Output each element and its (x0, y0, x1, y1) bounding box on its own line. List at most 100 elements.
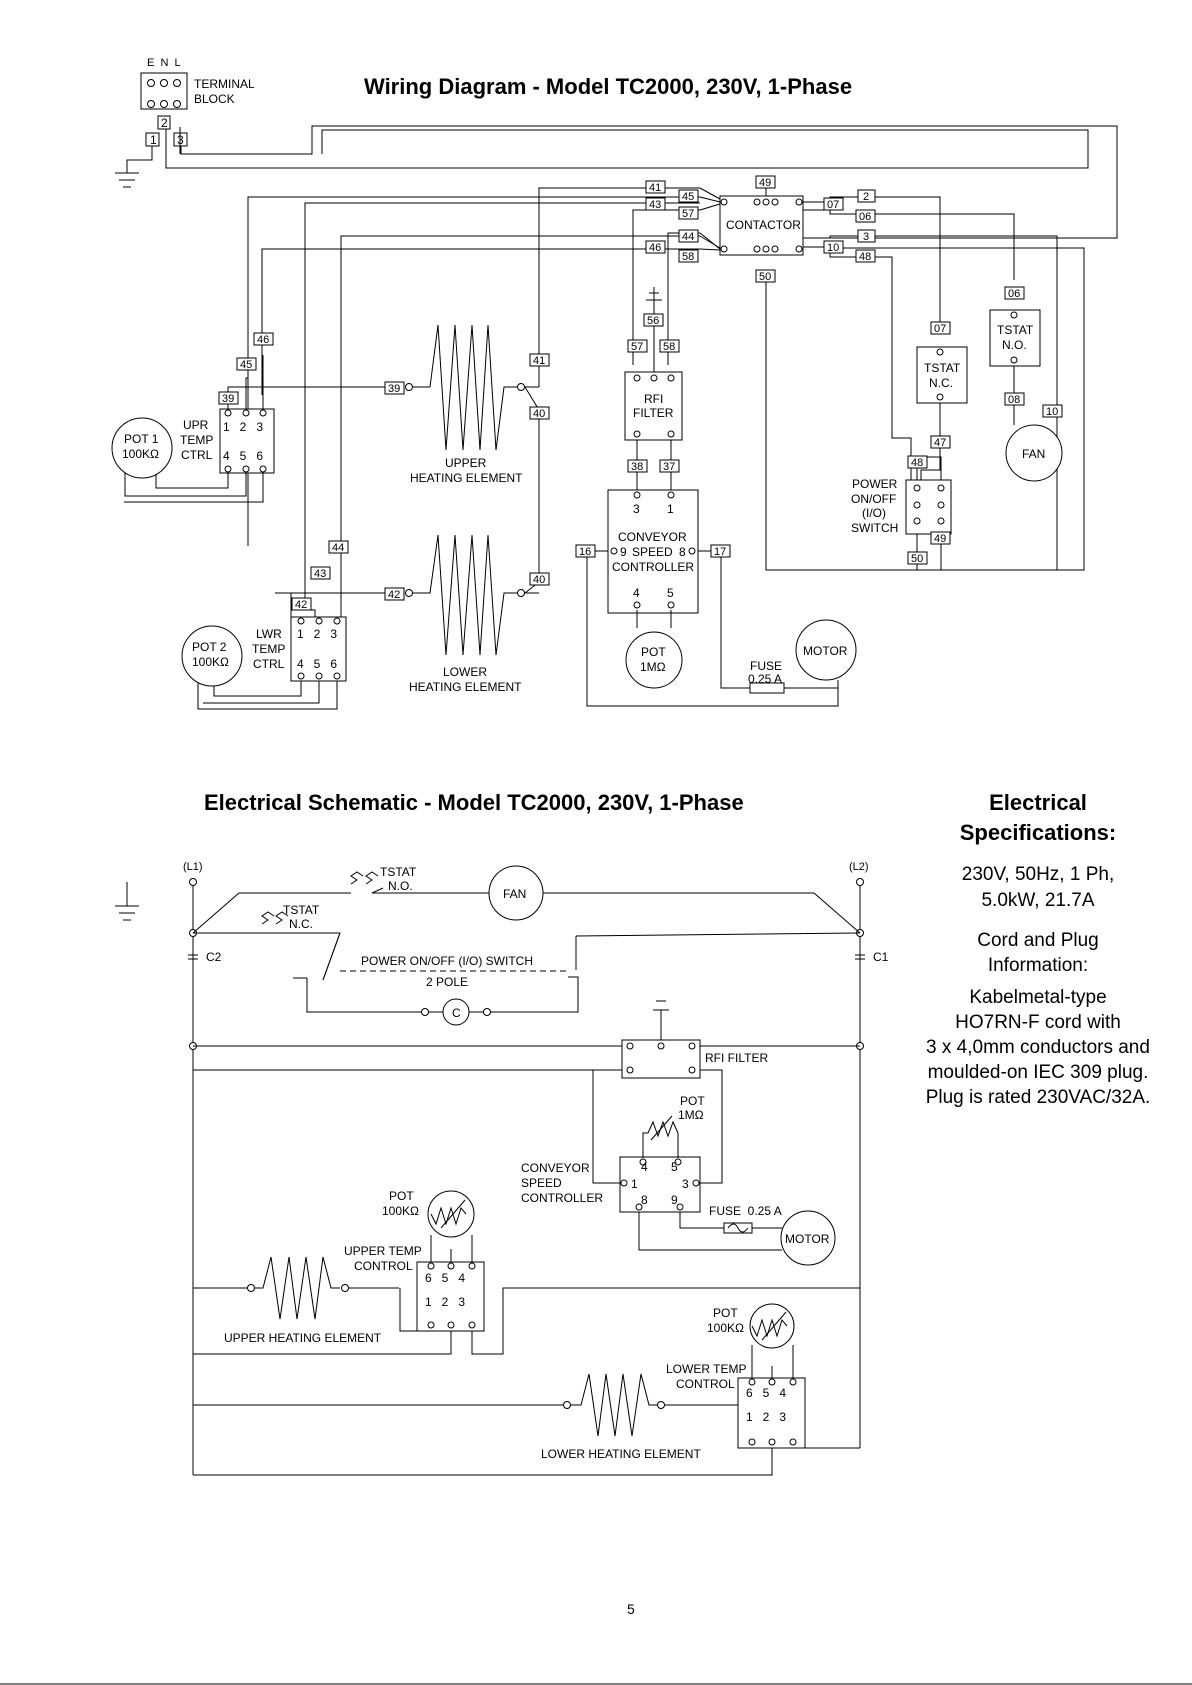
tstat-nc-label: TSTAT (924, 361, 961, 375)
svg-text:58: 58 (682, 251, 694, 263)
svg-text:56: 56 (647, 315, 659, 327)
wire-tag: 10 (823, 240, 844, 254)
wire-tag: 39 (218, 391, 239, 405)
cord-line: Kabelmetal-type (969, 987, 1106, 1008)
conveyor-pin: 5 (667, 586, 674, 600)
sch-rfi-filter (621, 1039, 701, 1079)
conveyor-pot-label: POT (641, 645, 666, 659)
electrical-specifications: Electrical Specifications: 230V, 50Hz, 1… (926, 790, 1151, 1108)
wire-tag: 46 (645, 240, 666, 254)
svg-text:48: 48 (911, 457, 923, 469)
cord-line: Plug is rated 230VAC/32A. (926, 1087, 1151, 1108)
pot-upper-label: 100KΩ (382, 1204, 419, 1218)
wire-tag: 49 (755, 175, 776, 189)
svg-text:50: 50 (911, 553, 923, 565)
power-switch-label: POWER ON/OFF (I/O) SWITCH (361, 954, 533, 968)
motor-label: MOTOR (803, 644, 848, 658)
ground-symbol (115, 882, 139, 921)
lower-pins-bottom: 1 2 3 (746, 1410, 786, 1424)
svg-text:44: 44 (682, 231, 694, 243)
svg-text:41: 41 (533, 355, 545, 367)
svg-text:46: 46 (649, 242, 661, 254)
power-switch-label: POWER (852, 477, 898, 491)
wiring-title: Wiring Diagram - Model TC2000, 230V, 1-P… (364, 74, 852, 99)
fuse-label: FUSE 0.25 A (709, 1204, 782, 1218)
conveyor-pin: 4 (633, 586, 640, 600)
svg-text:06: 06 (1008, 288, 1020, 300)
conveyor-pin: 9 (620, 545, 627, 559)
pot1-label: 100KΩ (122, 447, 159, 461)
conveyor-label: CONVEYOR (618, 530, 687, 544)
svg-text:42: 42 (295, 599, 307, 611)
electrical-schematic (115, 865, 865, 1476)
upper-ctrl-label: UPR (183, 418, 209, 432)
upper-ctrl-label: CTRL (181, 448, 213, 462)
lower-ctrl-label: LOWER TEMP (666, 1362, 746, 1376)
sch-coil (442, 998, 470, 1026)
conv-pin: 9 (671, 1193, 678, 1207)
tstat-no-label: N.O. (388, 879, 413, 893)
svg-text:07: 07 (827, 199, 839, 211)
wire-tag: 07 (930, 321, 951, 335)
sch-upper-pot (427, 1190, 475, 1238)
conveyor-pot (625, 631, 683, 689)
upper-ctrl-label: UPPER TEMP (344, 1244, 422, 1258)
sch-tstat-nc (261, 911, 289, 925)
fan-label: FAN (503, 887, 526, 901)
wire-tag: 45 (236, 357, 257, 371)
fuse (749, 682, 785, 694)
terminal-letters: E N L (147, 57, 181, 69)
upper-ctrl-label: TEMP (180, 433, 213, 447)
cord-line: moulded-on IEC 309 plug. (928, 1062, 1149, 1083)
svg-text:3: 3 (863, 231, 869, 243)
svg-text:40: 40 (533, 574, 545, 586)
wire-tag: 43 (310, 566, 331, 580)
l2-label: (L2) (849, 861, 869, 873)
svg-text:2: 2 (863, 191, 869, 203)
wire-tag: 48 (907, 455, 928, 469)
cord-line: HO7RN-F cord with (955, 1012, 1121, 1033)
wire-tag: 42 (291, 597, 312, 611)
lower-element-label: LOWER HEATING ELEMENT (541, 1447, 701, 1461)
svg-text:39: 39 (222, 393, 234, 405)
pot2 (181, 625, 243, 687)
wiring-diagram: E N L TERMINAL BLOCK 2 1 3 CONTACTOR (111, 57, 1118, 710)
wire-tag: 07 (823, 197, 844, 211)
lower-ctrl-label: CONTROL (676, 1377, 735, 1391)
lower-element-label: HEATING ELEMENT (409, 680, 522, 694)
pot2-label: 100KΩ (192, 655, 229, 669)
wire-tag: 44 (678, 229, 699, 243)
sch-conveyor-controller (619, 1156, 701, 1213)
wire-tag: 44 (328, 540, 349, 554)
pot1-label: POT 1 (124, 432, 159, 446)
svg-text:49: 49 (934, 533, 946, 545)
wire-tag: 46 (253, 332, 274, 346)
conv-pin: 8 (641, 1193, 648, 1207)
power-switch-label: SWITCH (851, 521, 898, 535)
upper-ctrl-pins-bottom: 4 5 6 (223, 449, 263, 463)
conveyor-label: CONVEYOR (521, 1161, 590, 1175)
conveyor-speed-controller (607, 489, 699, 614)
upper-element-label: HEATING ELEMENT (410, 471, 523, 485)
wire-tag: 58 (659, 339, 680, 353)
cord-title: Cord and Plug (977, 930, 1098, 951)
motor (795, 619, 857, 681)
sch-lower-control (737, 1377, 806, 1449)
svg-text:58: 58 (663, 341, 675, 353)
wire-tag: 45 (678, 189, 699, 203)
sch-motor (780, 1210, 836, 1266)
pot-lower-label: 100KΩ (707, 1321, 744, 1335)
conv-pin: 5 (671, 1160, 678, 1174)
lower-ctrl-label: TEMP (252, 642, 285, 656)
schematic-title: Electrical Schematic - Model TC2000, 230… (204, 790, 744, 815)
lower-ctrl-pins-top: 1 2 3 (297, 627, 337, 641)
rfi-filter (624, 371, 683, 441)
wire-tag: 43 (645, 197, 666, 211)
spec-title: Specifications: (960, 820, 1116, 845)
sch-fan (488, 865, 544, 921)
c1-label: C1 (873, 950, 889, 964)
wire-tag: 08 (1004, 392, 1025, 406)
tstat-no (989, 309, 1041, 367)
upper-pins-top: 6 5 4 (425, 1271, 465, 1285)
